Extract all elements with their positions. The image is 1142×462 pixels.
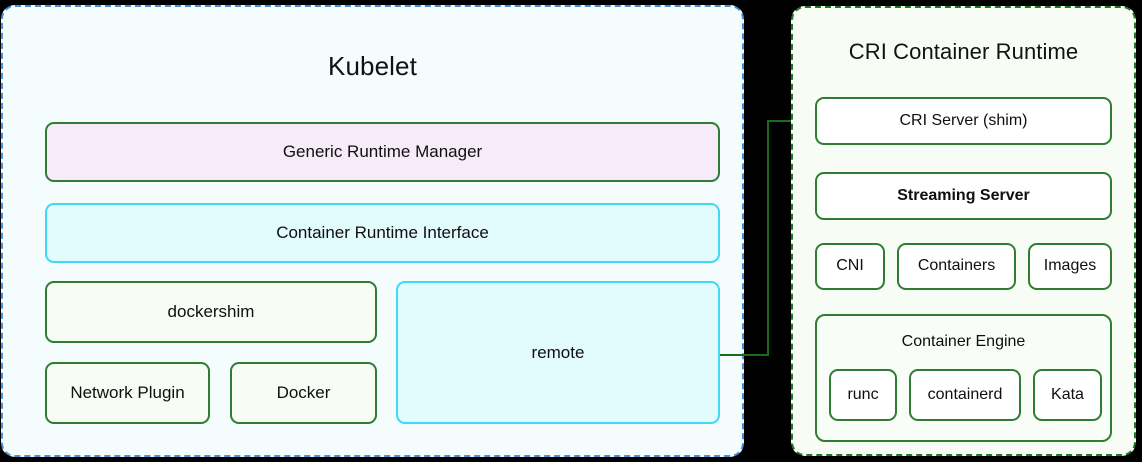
box-kata[interactable]: Kata [1033,369,1102,421]
box-generic-runtime-manager[interactable]: Generic Runtime Manager [45,122,720,182]
box-cni[interactable]: CNI [815,243,885,290]
container-engine-label: Container Engine [901,333,1026,350]
cri-panel-title: CRI Container Runtime [848,39,1079,64]
box-remote[interactable]: remote [396,281,720,424]
box-docker[interactable]: Docker [230,362,377,424]
box-streaming-server[interactable]: Streaming Server [815,172,1112,220]
box-containers[interactable]: Containers [897,243,1016,290]
connector-segment-horizontal-from-remote [720,354,768,356]
box-container-runtime-interface[interactable]: Container Runtime Interface [45,203,720,263]
box-containerd[interactable]: containerd [909,369,1021,421]
box-network-plugin[interactable]: Network Plugin [45,362,210,424]
box-dockershim[interactable]: dockershim [45,281,377,343]
kubelet-panel-title: Kubelet [328,51,417,81]
box-images[interactable]: Images [1028,243,1112,290]
box-container-engine[interactable]: Container Engine runc containerd Kata [815,314,1112,442]
connector-segment-vertical [767,120,769,356]
box-runc[interactable]: runc [829,369,897,421]
box-cri-server-shim[interactable]: CRI Server (shim) [815,97,1112,145]
